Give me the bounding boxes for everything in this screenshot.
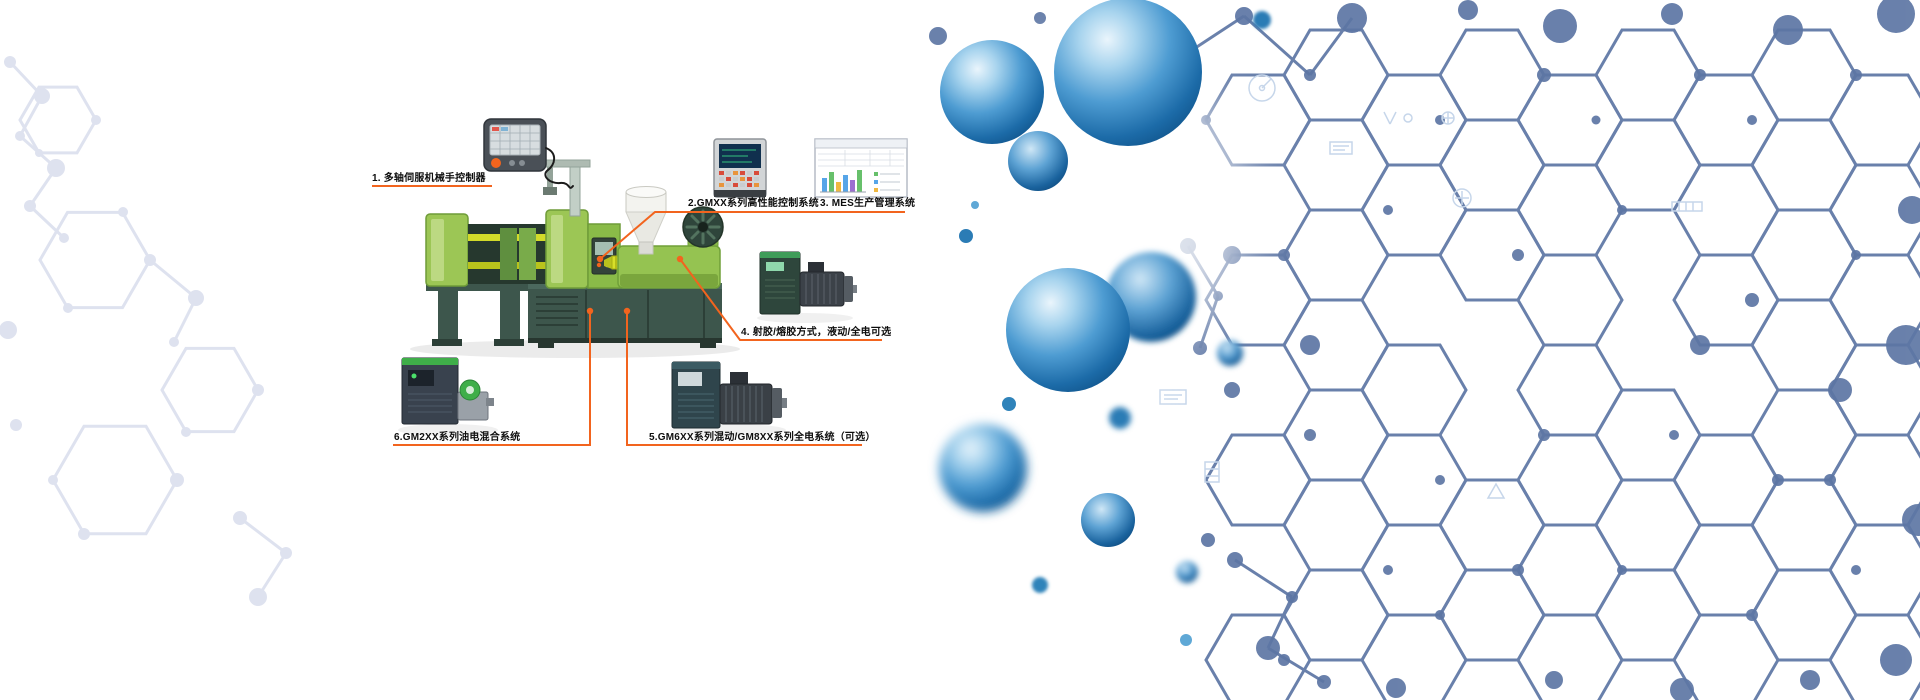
device-hybrid-drive bbox=[670, 361, 787, 436]
callout-6-gm2xx-system: 6.GM2XX系列油电混合系统 bbox=[394, 432, 521, 443]
hopper bbox=[625, 186, 667, 255]
controller-cable bbox=[544, 147, 574, 189]
clamping-unit bbox=[425, 209, 589, 289]
callout-line-2-3 bbox=[599, 211, 905, 260]
device-mes-screen bbox=[814, 138, 908, 198]
tech-doodles bbox=[1159, 74, 1703, 499]
controller-orange-button bbox=[491, 158, 501, 168]
injection-unit bbox=[604, 206, 724, 289]
blue-spheres bbox=[939, 0, 1271, 646]
callout-line-5 bbox=[626, 311, 862, 446]
callout-3-mes-system: 3. MES生产管理系统 bbox=[820, 198, 916, 209]
callout-anchor-dots bbox=[586, 255, 684, 315]
callout-2-control-system: 2.GMXX系列高性能控制系统 bbox=[688, 198, 819, 209]
callout-5-gm6xx-system: 5.GM6XX系列混动/GM8XX系列全电系统（可选） bbox=[649, 432, 876, 443]
callout-line-6 bbox=[393, 311, 591, 446]
callout-line-4 bbox=[679, 258, 882, 341]
machine-shadow bbox=[410, 340, 740, 358]
device-oil-electric-unit bbox=[398, 357, 498, 436]
callout-1-robot-controller: 1. 多轴伺服机械手控制器 bbox=[372, 173, 486, 184]
molecule-nodes-right bbox=[929, 0, 1920, 700]
device-injection-drive bbox=[757, 251, 857, 323]
device-robot-controller bbox=[483, 118, 574, 189]
device-control-panel bbox=[713, 138, 767, 198]
callout-4-injection-mode: 4. 射胶/熔胶方式，液动/全电可选 bbox=[741, 327, 892, 338]
molecule-nodes-left bbox=[0, 56, 292, 606]
